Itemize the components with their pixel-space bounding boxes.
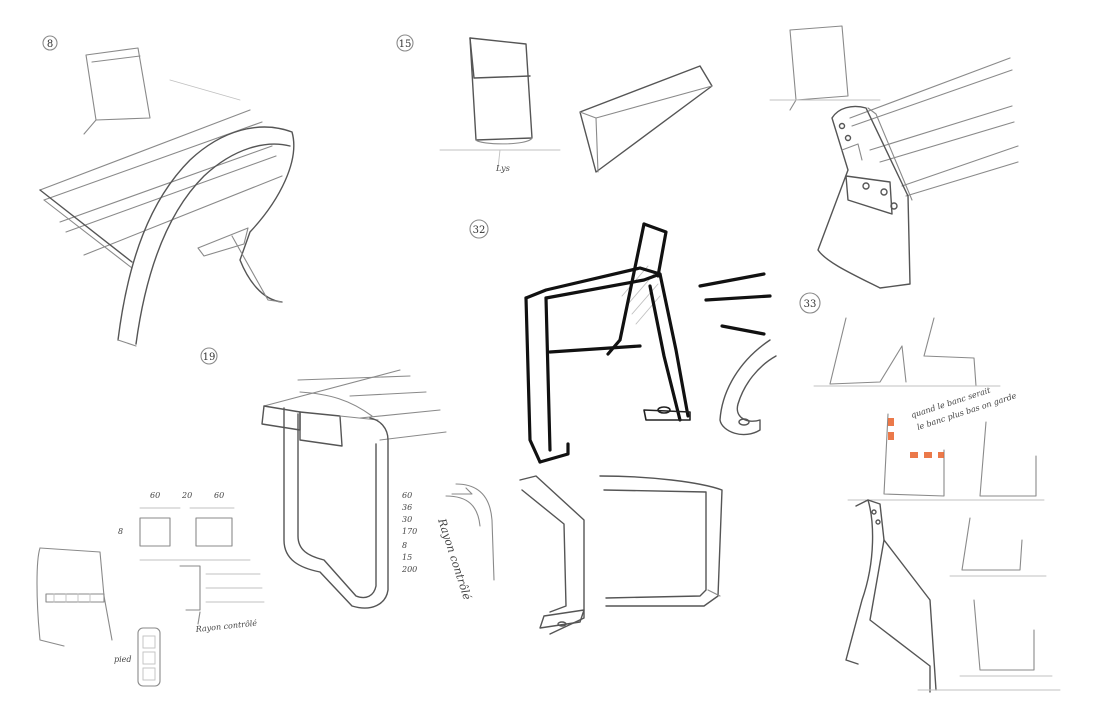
sketch-number-33: 33 [804, 299, 817, 310]
sketch-8-bench-armrest: 8 [39, 35, 295, 347]
dim-col-5: 8 [402, 541, 407, 550]
dim-col-1: 60 [402, 491, 412, 500]
dim-left: 8 [118, 527, 123, 536]
sketch-small-details: 60 20 60 8 Rayon contrôlé pied [36, 491, 265, 687]
label-rayon-controle: Rayon contrôlé [435, 516, 474, 602]
sketch-bent-profiles [519, 475, 723, 635]
sketch-number-15: 15 [399, 39, 412, 50]
dim-top-2: 20 [181, 491, 192, 500]
dim-col-2: 36 [402, 503, 412, 512]
sketch-number-32: 32 [473, 225, 486, 236]
sketch-number-8: 8 [47, 39, 53, 50]
sketch-number-19: 19 [203, 352, 216, 363]
dim-top-3: 60 [214, 491, 224, 500]
dim-col-7: 200 [401, 565, 417, 574]
sketch-bench-bracket [769, 25, 1019, 289]
label-pied: pied [114, 655, 132, 664]
sketch-32-a-frame: 32 [469, 219, 777, 464]
dim-col-4: 170 [402, 527, 417, 536]
sketch-15-backrest-beam: 15 Lys [396, 34, 713, 173]
sketch-33-studies: 33 quand le banc serait le banc plus bas… [799, 292, 1061, 693]
label-lys: Lys [495, 164, 510, 173]
label-rayon-small: Rayon contrôlé [194, 619, 257, 635]
dim-top-1: 60 [150, 491, 160, 500]
sketch-19-square-frame: 19 60 36 30 170 8 15 200 Rayon contrôlé [200, 347, 495, 609]
dim-col-3: 30 [402, 515, 412, 524]
dim-col-6: 15 [402, 553, 412, 562]
